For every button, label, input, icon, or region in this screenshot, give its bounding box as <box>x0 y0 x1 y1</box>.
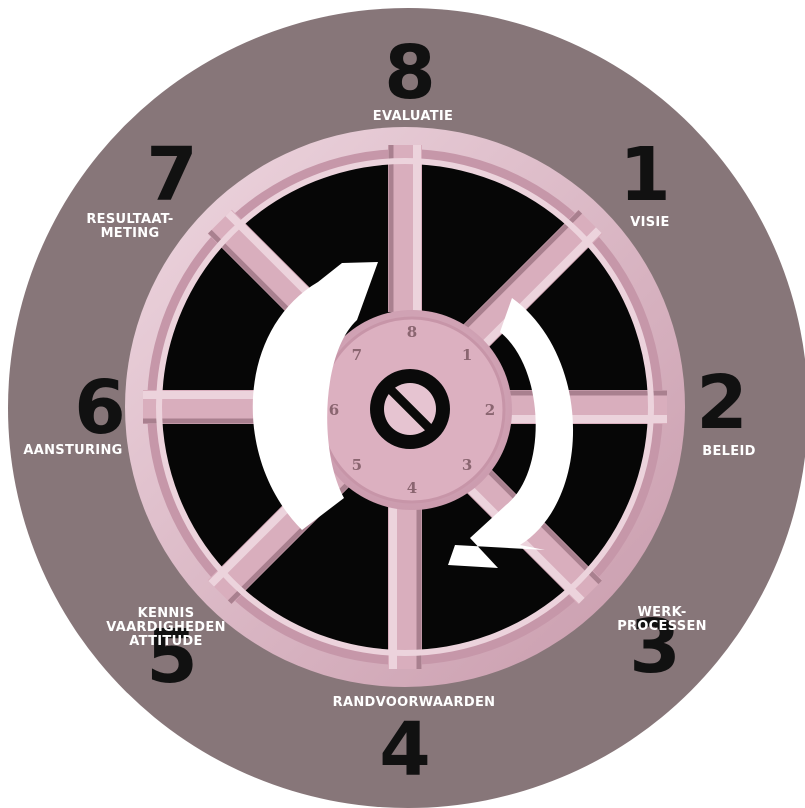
segment-number-aansturing: 6 <box>74 365 126 451</box>
segment-label-aansturing: AANSTURING <box>23 443 122 458</box>
hub-number: 3 <box>462 456 472 474</box>
hub-number: 6 <box>329 401 339 419</box>
segment-label-resultaatmeting: RESULTAAT- <box>86 212 173 227</box>
segment-number-beleid: 2 <box>696 360 748 446</box>
segment-label-evaluatie: EVALUATIE <box>373 109 453 124</box>
center-screw-icon <box>370 369 450 449</box>
segment-label-visie: VISIE <box>630 215 669 230</box>
segment-label-beleid: BELEID <box>702 444 755 459</box>
segment-label-werkprocessen: WERK- <box>637 605 686 620</box>
hub-number: 7 <box>352 346 362 364</box>
segment-label-resultaatmeting: METING <box>101 226 160 241</box>
hub-number: 8 <box>407 323 417 341</box>
hub-number: 4 <box>407 479 417 497</box>
segment-number-randvoorwaarden: 4 <box>379 707 431 793</box>
segment-number-resultaatmeting: 7 <box>146 132 198 218</box>
segment-number-evaluatie: 8 <box>384 30 436 116</box>
segment-label-randvoorwaarden: RANDVOORWAARDEN <box>333 695 496 710</box>
segment-number-visie: 1 <box>619 132 671 218</box>
segment-label-kennis: KENNIS <box>138 606 195 621</box>
segment-label-kennis: ATTITUDE <box>129 634 202 649</box>
segment-label-werkprocessen: PROCESSEN <box>617 619 707 634</box>
hub-number: 2 <box>485 401 495 419</box>
hub-number: 1 <box>462 346 472 364</box>
segment-label-kennis: VAARDIGHEDEN <box>106 620 226 635</box>
hub-number: 5 <box>352 456 362 474</box>
